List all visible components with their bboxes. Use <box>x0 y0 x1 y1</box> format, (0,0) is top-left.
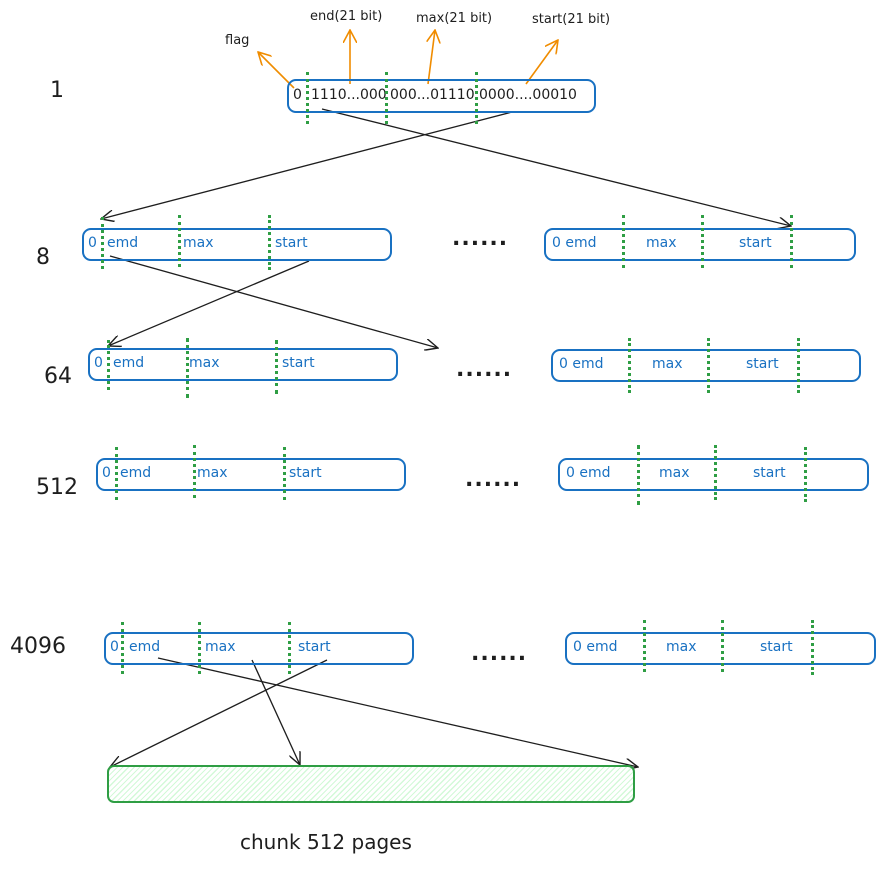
ellipsis-8: ...... <box>452 226 509 251</box>
node-4096-left-end: emd <box>129 639 161 655</box>
node-512-left-start: start <box>289 465 322 481</box>
end-annotation: end(21 bit) <box>310 9 383 24</box>
arrow-4096-to-chunk-left <box>110 659 328 767</box>
root-start-bits: 0000....00010 <box>479 87 577 103</box>
root-separator-2 <box>385 72 388 124</box>
node-8-right[interactable] <box>544 228 856 261</box>
node-64-right-sep-1 <box>628 338 631 393</box>
node-64-left-sep-1 <box>107 340 110 390</box>
node-4096-left-sep-2 <box>198 622 201 674</box>
node-64-right-max: max <box>652 356 683 372</box>
node-64-right-start: start <box>746 356 779 372</box>
root-flag-bit: 0 <box>293 87 302 103</box>
node-512-left-flag: 0 <box>102 465 111 481</box>
node-4096-left-sep-1 <box>121 622 124 674</box>
node-4096-left-flag: 0 <box>110 639 119 655</box>
root-max-bits: 000...01110 <box>390 87 475 103</box>
node-512-left-end: emd <box>120 465 152 481</box>
node-4096-right-sep-3 <box>811 620 814 675</box>
arrow-root-to-right <box>321 108 791 226</box>
ellipsis-64: ...... <box>456 357 513 382</box>
arrow-8-to-64-right <box>109 255 438 348</box>
node-4096-right-flag-end: 0 emd <box>573 639 618 655</box>
node-8-left[interactable] <box>82 228 392 261</box>
node-64-right[interactable] <box>551 349 861 382</box>
node-64-right-sep-3 <box>797 338 800 393</box>
node-4096-left[interactable] <box>104 632 414 665</box>
start-annotation-arrow <box>525 40 558 85</box>
node-8-left-flag: 0 <box>88 235 97 251</box>
level-label-64: 64 <box>44 364 72 389</box>
node-4096-left-max: max <box>205 639 236 655</box>
node-4096-right-sep-2 <box>721 620 724 672</box>
level-label-4096: 4096 <box>10 634 66 659</box>
node-8-right-sep-2 <box>701 215 704 268</box>
node-512-left-sep-2 <box>193 445 196 498</box>
level-label-512: 512 <box>36 475 78 500</box>
node-8-right-sep-3 <box>790 215 793 268</box>
node-64-left-start: start <box>282 355 315 371</box>
node-512-left-sep-1 <box>115 447 118 500</box>
node-64-left-flag: 0 <box>94 355 103 371</box>
node-8-right-flag-end: 0 emd <box>552 235 597 251</box>
node-512-right-flag-end: 0 emd <box>566 465 611 481</box>
node-8-left-sep-3 <box>268 215 271 270</box>
node-64-left[interactable] <box>88 348 398 381</box>
arrow-4096-to-chunk-mid <box>251 659 300 765</box>
node-4096-right[interactable] <box>565 632 876 665</box>
node-512-right[interactable] <box>558 458 869 491</box>
node-64-right-flag-end: 0 emd <box>559 356 604 372</box>
node-512-left-sep-3 <box>283 447 286 500</box>
node-64-left-sep-2 <box>186 338 189 398</box>
root-end-bits: 1110...000 <box>311 87 387 103</box>
node-512-right-sep-2 <box>714 445 717 500</box>
node-4096-right-sep-1 <box>643 620 646 672</box>
node-512-right-sep-1 <box>637 445 640 505</box>
node-8-right-start: start <box>739 235 772 251</box>
node-512-right-sep-3 <box>804 447 807 502</box>
node-64-left-sep-3 <box>275 340 278 394</box>
start-annotation: start(21 bit) <box>532 12 611 27</box>
node-4096-right-start: start <box>760 639 793 655</box>
node-8-left-sep-2 <box>178 215 181 267</box>
node-8-left-start: start <box>275 235 308 251</box>
node-8-left-sep-1 <box>101 217 104 269</box>
level-label-1: 1 <box>50 78 64 103</box>
node-8-left-max: max <box>183 235 214 251</box>
node-4096-left-start: start <box>298 639 331 655</box>
max-annotation-arrow <box>428 30 435 85</box>
node-8-right-sep-1 <box>622 215 625 268</box>
node-4096-right-max: max <box>666 639 697 655</box>
arrow-8-to-64-left <box>108 260 310 346</box>
root-node[interactable] <box>287 79 596 113</box>
ellipsis-512: ...... <box>465 467 522 492</box>
node-512-left[interactable] <box>96 458 406 491</box>
arrow-root-to-left <box>101 111 513 219</box>
node-8-left-end: emd <box>107 235 139 251</box>
root-separator-3 <box>475 72 478 124</box>
node-8-right-max: max <box>646 235 677 251</box>
node-64-left-max: max <box>189 355 220 371</box>
node-64-left-end: emd <box>113 355 145 371</box>
flag-annotation: flag <box>225 33 250 48</box>
root-separator-1 <box>306 72 309 124</box>
node-512-left-max: max <box>197 465 228 481</box>
node-64-right-sep-2 <box>707 338 710 393</box>
node-512-right-max: max <box>659 465 690 481</box>
chunk-block[interactable] <box>107 765 635 803</box>
level-label-8: 8 <box>36 245 50 270</box>
arrow-4096-to-chunk-right <box>157 657 638 767</box>
max-annotation: max(21 bit) <box>416 11 493 26</box>
ellipsis-4096: ...... <box>471 641 528 666</box>
chunk-label: chunk 512 pages <box>240 830 412 854</box>
node-512-right-start: start <box>753 465 786 481</box>
node-4096-left-sep-3 <box>288 622 291 674</box>
